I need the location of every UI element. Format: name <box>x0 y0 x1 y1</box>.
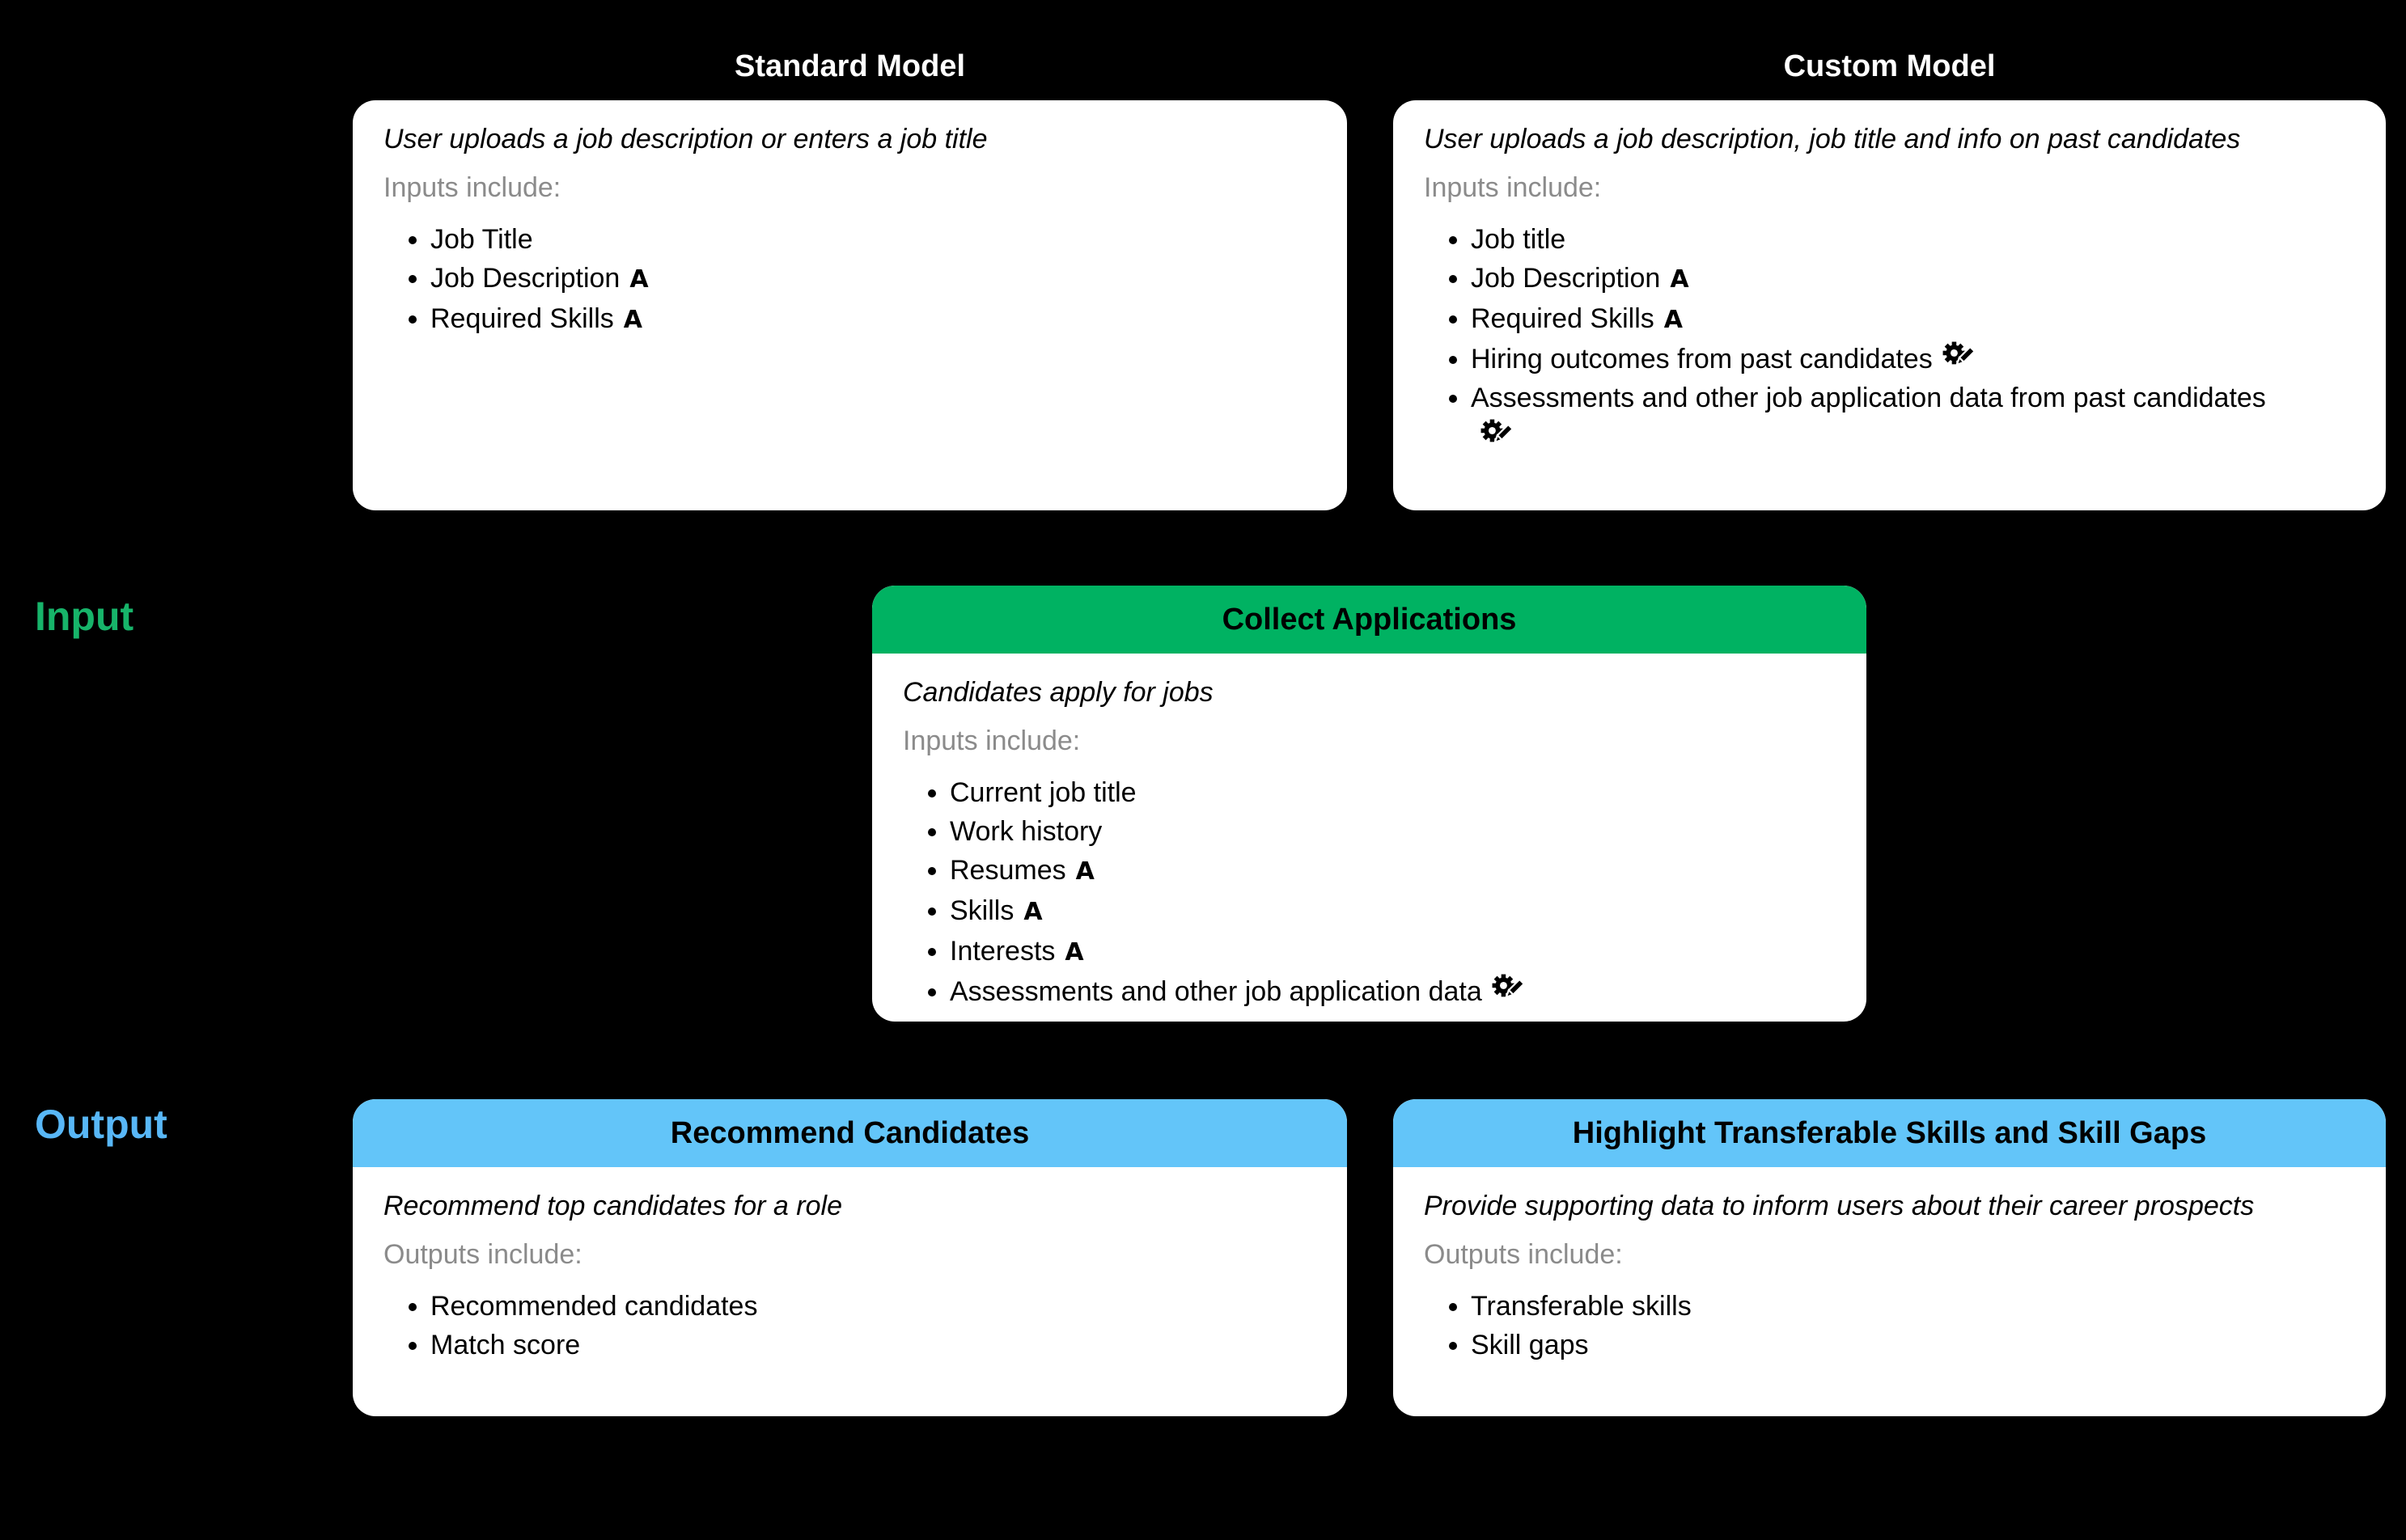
list-item: Transferable skills <box>1471 1287 2280 1326</box>
list-intro: Inputs include: <box>1424 172 1602 203</box>
list-item-text: Job title <box>1471 224 1566 255</box>
card-panel-standard-model: User uploads a job description or enters… <box>353 100 1347 510</box>
list-item-text: Job Description <box>1471 263 1661 294</box>
list-item: Required Skills A <box>1471 299 2280 340</box>
card-header-recommend-candidates: Recommend Candidates <box>353 1099 1347 1167</box>
card-panel-custom-model: User uploads a job description, job titl… <box>1393 100 2386 510</box>
list-item: Required Skills A <box>430 299 1239 340</box>
letter-a-icon: A <box>1023 898 1043 926</box>
list-item-text: Required Skills <box>430 303 614 334</box>
list-item-text: Assessments and other job application da… <box>1471 383 2266 413</box>
card-recommend-candidates: Recommend Candidates Recommend top candi… <box>353 1099 1347 1416</box>
input-row-label: Input <box>35 594 134 639</box>
card-description: Provide supporting data to inform users … <box>1424 1191 2255 1221</box>
list-item-text: Assessments and other job application da… <box>950 976 1482 1007</box>
letter-a-icon: A <box>1075 857 1095 886</box>
list-item: Assessments and other job application da… <box>1471 379 2280 456</box>
input-list: Job titleJob DescriptionARequired Skills… <box>1424 220 2355 456</box>
output-list: Transferable skillsSkill gaps <box>1424 1287 2355 1364</box>
gear-pencil-icon <box>1492 974 1526 999</box>
list-item: Skill gaps <box>1471 1326 2280 1364</box>
list-item: Job Description A <box>430 259 1239 299</box>
list-item-text: Hiring outcomes from past candidates <box>1471 344 1933 374</box>
letter-a-icon: A <box>1065 938 1084 967</box>
letter-a-icon: A <box>623 306 642 334</box>
list-item-text: Skills <box>950 895 1015 926</box>
letter-a-icon: A <box>629 265 649 294</box>
list-item-text: Transferable skills <box>1471 1291 1692 1322</box>
card-standard-model: Standard Model User uploads a job descri… <box>353 47 1347 510</box>
card-description: Candidates apply for jobs <box>903 677 1214 708</box>
list-item: Job title <box>1471 220 2280 259</box>
list-item-text: Interests <box>950 936 1056 967</box>
card-body: Candidates apply for jobs Inputs include… <box>872 654 1866 1011</box>
card-header-highlight-skills: Highlight Transferable Skills and Skill … <box>1393 1099 2386 1167</box>
list-item-text: Job Title <box>430 224 533 255</box>
input-list: Current job titleWork historyResumesASki… <box>903 773 1836 1011</box>
list-item-text: Required Skills <box>1471 303 1654 334</box>
card-description: User uploads a job description or enters… <box>383 124 988 154</box>
card-title-standard-model: Standard Model <box>734 49 966 83</box>
card-header-collect-applications: Collect Applications <box>872 586 1866 654</box>
list-item-text: Current job title <box>950 777 1137 808</box>
list-item: Match score <box>430 1326 1239 1364</box>
gear-pencil-icon <box>1480 419 1514 444</box>
list-item: Current job title <box>950 773 1759 812</box>
list-intro: Outputs include: <box>1424 1239 1623 1270</box>
list-item: Interests A <box>950 932 1759 972</box>
list-item: Hiring outcomes from past candidates <box>1471 340 2280 379</box>
list-item: Resumes A <box>950 851 1759 891</box>
list-item-text: Job Description <box>430 263 621 294</box>
list-intro: Outputs include: <box>383 1239 582 1270</box>
list-item: Work history <box>950 812 1759 851</box>
list-item-text: Recommended candidates <box>430 1291 758 1322</box>
letter-a-icon: A <box>1670 265 1689 294</box>
card-highlight-skills: Highlight Transferable Skills and Skill … <box>1393 1099 2386 1416</box>
card-body: User uploads a job description, job titl… <box>1393 100 2386 456</box>
list-item: Recommended candidates <box>430 1287 1239 1326</box>
list-item: Skills A <box>950 891 1759 932</box>
input-list: Job TitleJob DescriptionARequired Skills… <box>383 220 1316 340</box>
gear-pencil-icon <box>1942 341 1976 366</box>
list-item-text: Match score <box>430 1330 581 1360</box>
list-item: Job Title <box>430 220 1239 259</box>
card-custom-model: Custom Model User uploads a job descript… <box>1393 47 2386 510</box>
list-intro: Inputs include: <box>903 726 1081 756</box>
list-item: Assessments and other job application da… <box>950 972 1759 1011</box>
card-body: Recommend top candidates for a role Outp… <box>353 1167 1347 1364</box>
output-list: Recommended candidatesMatch score <box>383 1287 1316 1364</box>
list-item-text: Resumes <box>950 855 1066 886</box>
list-item-text: Work history <box>950 816 1103 847</box>
card-description: Recommend top candidates for a role <box>383 1191 842 1221</box>
list-intro: Inputs include: <box>383 172 561 203</box>
letter-a-icon: A <box>1663 306 1683 334</box>
list-item: Job Description A <box>1471 259 2280 299</box>
card-description: User uploads a job description, job titl… <box>1424 124 2241 154</box>
output-row-label: Output <box>35 1102 167 1147</box>
list-item-text: Skill gaps <box>1471 1330 1589 1360</box>
card-body: User uploads a job description or enters… <box>353 100 1347 340</box>
card-body: Provide supporting data to inform users … <box>1393 1167 2386 1364</box>
card-collect-applications: Collect Applications Candidates apply fo… <box>872 586 1866 1022</box>
card-title-custom-model: Custom Model <box>1783 49 1996 83</box>
